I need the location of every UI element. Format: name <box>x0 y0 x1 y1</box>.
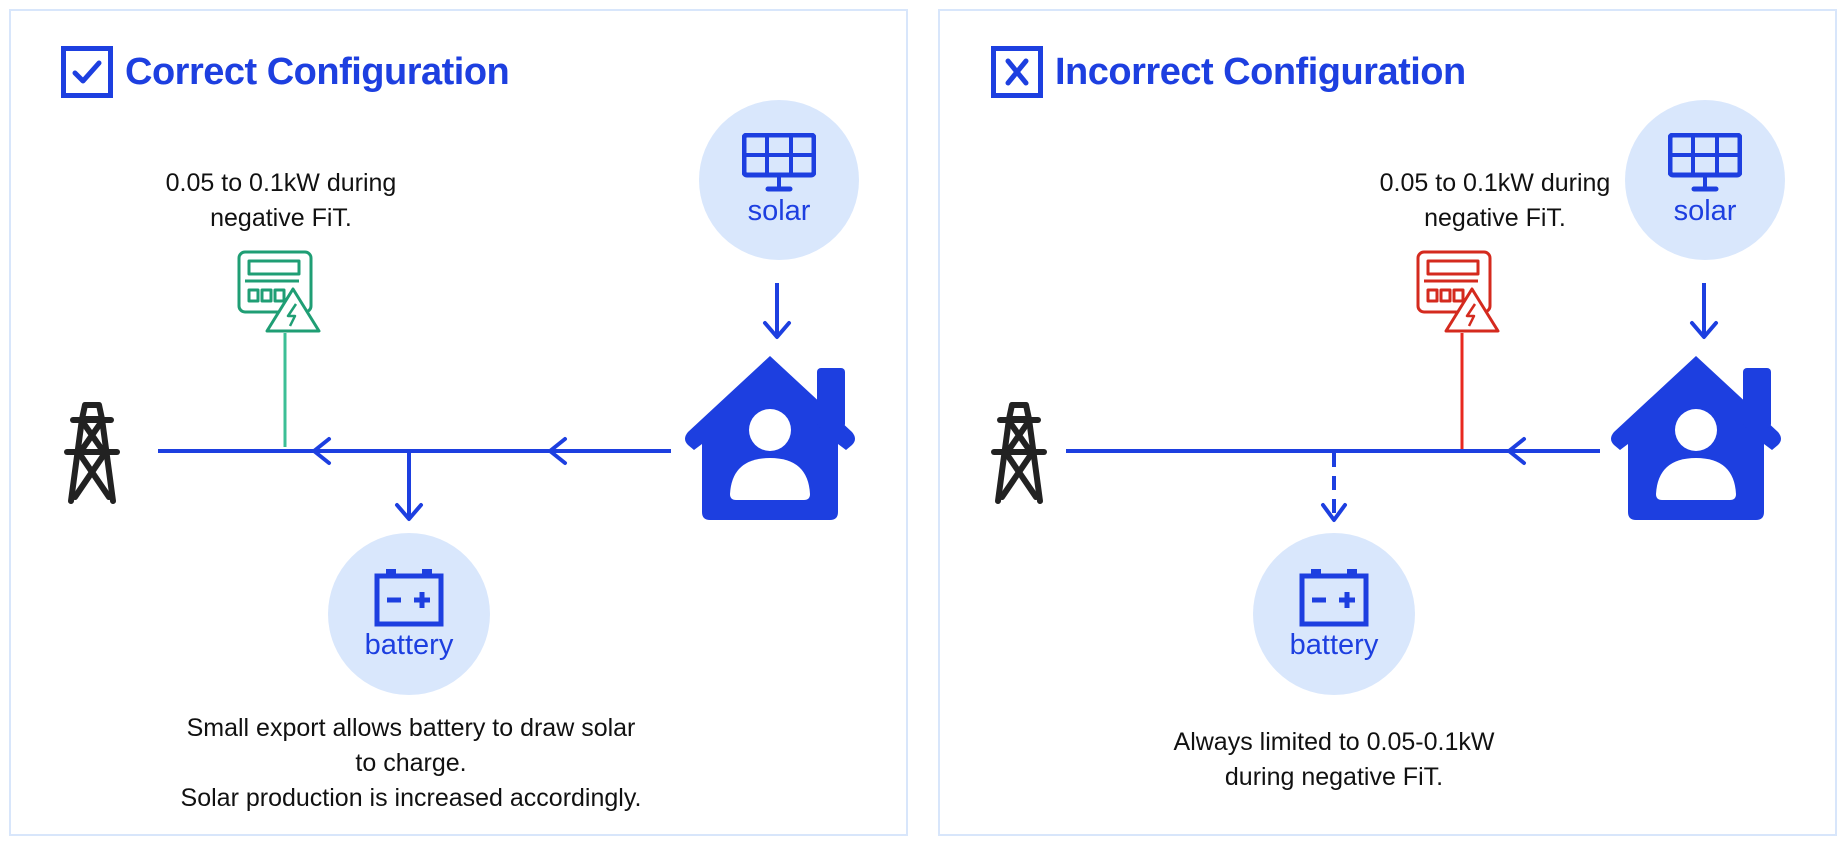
connection-diagram <box>64 250 855 521</box>
flow-arrow-down-icon <box>1690 321 1718 339</box>
solar-node: solar <box>1625 100 1785 260</box>
transmission-tower-icon <box>991 402 1047 504</box>
battery-icon <box>374 568 444 626</box>
flow-arrow-left-icon <box>548 437 567 465</box>
meter-note: 0.05 to 0.1kW during negative FiT. <box>1325 166 1665 236</box>
flow-arrow-down-icon <box>395 503 423 521</box>
meter-note-line: negative FiT. <box>1424 204 1566 232</box>
meter-note-line: 0.05 to 0.1kW during <box>165 169 397 197</box>
incorrect-configuration-panel: Incorrect Configuration 0.05 to 0.1kW du… <box>938 9 1837 836</box>
panel-title-text: Incorrect Configuration <box>1055 50 1466 93</box>
description-line: during negative FiT. <box>1224 763 1444 791</box>
battery-label: battery <box>364 628 454 661</box>
correct-configuration-panel: Correct Configuration 0.05 to 0.1kW duri… <box>9 9 908 836</box>
house-user-icon <box>1611 356 1781 520</box>
battery-icon <box>1299 568 1369 626</box>
panel-description: Always limited to 0.05-0.1kW during nega… <box>1134 725 1534 795</box>
description-line: Always limited to 0.05-0.1kW <box>1173 728 1495 756</box>
flow-arrow-down-icon <box>1321 503 1347 522</box>
flow-arrow-left-icon <box>312 437 331 465</box>
smart-meter-icon <box>1416 250 1500 333</box>
smart-meter-icon <box>237 250 321 333</box>
checkbox-crossed-icon <box>991 46 1043 98</box>
meter-note-line: 0.05 to 0.1kW during <box>1379 169 1611 197</box>
panel-title-text: Correct Configuration <box>125 50 510 93</box>
panel-description: Small export allows battery to draw sola… <box>111 711 711 816</box>
solar-panel-icon <box>742 132 816 191</box>
flow-arrow-left-icon <box>1507 437 1526 465</box>
description-line: Solar production is increased accordingl… <box>180 784 642 812</box>
connection-diagram <box>991 250 1781 522</box>
transmission-tower-icon <box>64 402 120 504</box>
meter-note-line: negative FiT. <box>210 204 352 232</box>
panel-title: Correct Configuration <box>61 46 510 98</box>
solar-panel-icon <box>1668 132 1742 191</box>
battery-node: battery <box>1253 533 1415 695</box>
description-line: Small export allows battery to draw sola… <box>186 714 636 742</box>
meter-note: 0.05 to 0.1kW during negative FiT. <box>111 166 451 236</box>
solar-node: solar <box>699 100 859 260</box>
panel-title: Incorrect Configuration <box>991 46 1466 98</box>
solar-label: solar <box>747 194 811 227</box>
house-user-icon <box>685 356 855 520</box>
battery-node: battery <box>328 533 490 695</box>
solar-label: solar <box>1673 194 1737 227</box>
flow-arrow-down-icon <box>763 321 791 339</box>
checkbox-checked-icon <box>61 46 113 98</box>
description-line: to charge. <box>355 749 467 777</box>
battery-label: battery <box>1289 628 1379 661</box>
